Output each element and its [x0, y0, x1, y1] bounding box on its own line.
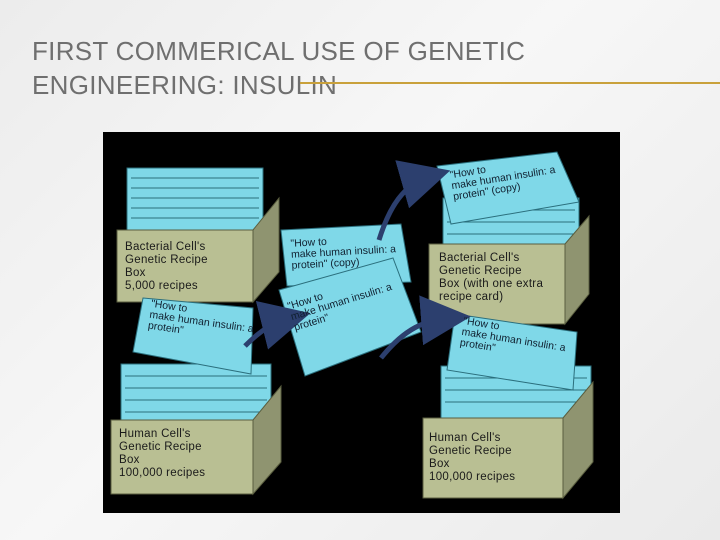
slide-title: FIRST COMMERICAL USE OF GENETIC ENGINEER… [32, 36, 526, 100]
label-human-box-right: Human Cell's Genetic Recipe Box 100,000 … [429, 432, 516, 483]
arrow-to-center [243, 301, 311, 350]
label-bacterial-box-modified: Bacterial Cell's Genetic Recipe Box (wit… [439, 252, 544, 303]
arrow-to-human-right [379, 295, 471, 360]
recipe-box-illustration: Bacterial Cell's Genetic Recipe Box 5,00… [103, 132, 620, 513]
card-text-center-copy: "How to make human insulin: a protein" (… [290, 235, 397, 272]
bacterial-recipe-box [116, 167, 280, 304]
title-divider [300, 82, 720, 84]
label-human-box-left: Human Cell's Genetic Recipe Box 100,000 … [119, 428, 206, 479]
illustration-graphics [110, 151, 594, 500]
human-recipe-box-left [110, 363, 282, 496]
card-human-left [132, 297, 254, 375]
card-human-right [446, 313, 578, 391]
arrow-to-top-right [376, 160, 451, 241]
label-bacterial-box: Bacterial Cell's Genetic Recipe Box 5,00… [125, 241, 208, 292]
